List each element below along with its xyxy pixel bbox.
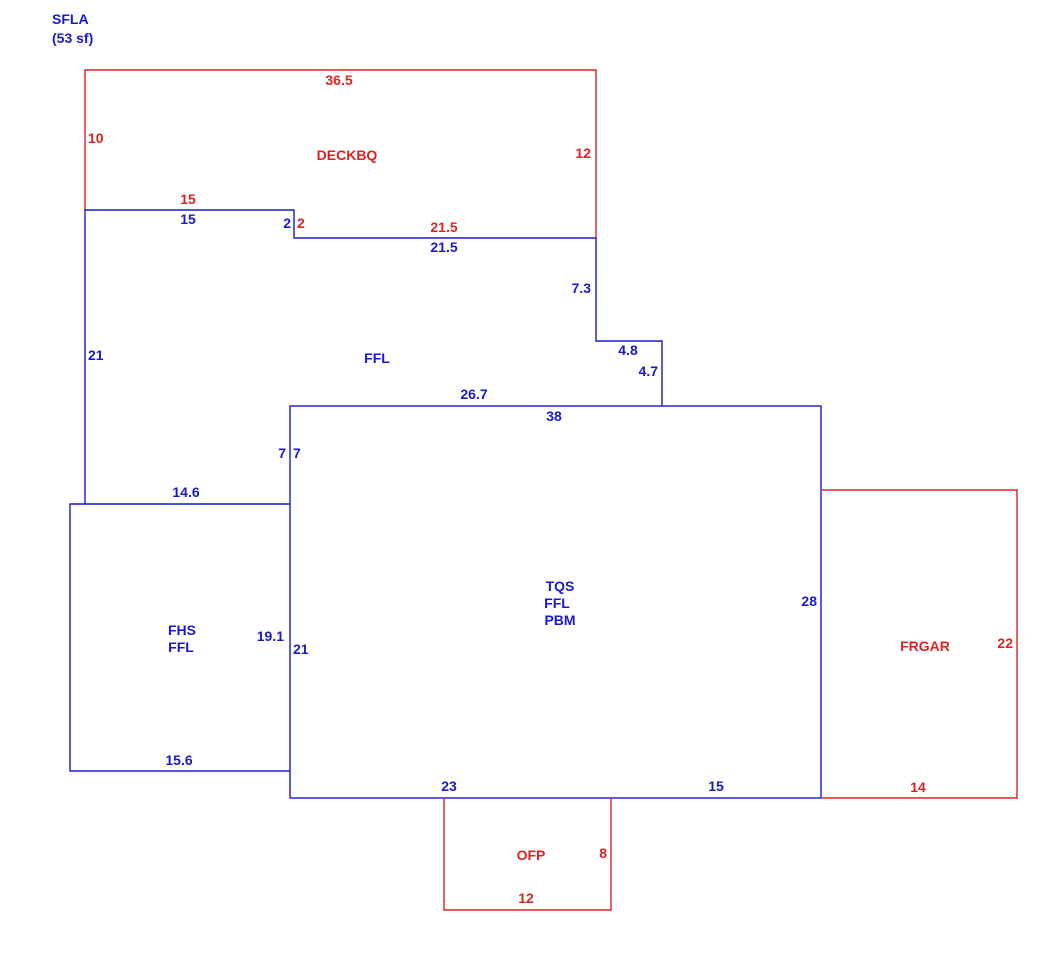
ffl-left-dim: 21 [88,347,104,363]
porch-bottom-dim: 12 [518,890,534,906]
sfla-title: SFLA [52,11,89,27]
fhs-right-dim: 19.1 [257,628,284,644]
ffl-upper-label: FFL [364,350,390,366]
porch-label: OFP [517,847,546,863]
deck-left-dim: 10 [88,130,104,146]
porch-right-dim: 8 [599,845,607,861]
ffl-right-upper-dim: 7.3 [572,280,592,296]
porch-outline [443,798,612,911]
ffl-top-right-dim: 21.5 [430,239,457,255]
deck-bottom-right-dim: 21.5 [430,219,457,235]
ffl-bottom-dim: 26.7 [460,386,487,402]
main-right-dim: 28 [801,593,817,609]
fhs-top-dim: 14.6 [172,484,199,500]
garage-bottom-dim: 14 [910,779,926,795]
main-label-ffl: FFL [544,595,570,611]
ffl-inner-left-dim: 7 [278,445,286,461]
main-label-tqs: TQS [546,578,575,594]
main-label-pbm: PBM [544,612,575,628]
fhs-outline [69,503,290,772]
main-outline [289,405,822,799]
fhs-bottom-dim: 15.6 [165,752,192,768]
garage-right-dim: 22 [997,635,1013,651]
fhs-label-fhs: FHS [168,622,196,638]
deck-step-dim: 2 [297,215,305,231]
main-left-lower-dim: 21 [293,641,309,657]
main-bottom-left-dim: 23 [441,778,457,794]
ffl-jog-width-dim: 4.8 [618,342,638,358]
sfla-area: (53 sf) [52,30,93,46]
fhs-label-ffl: FFL [168,639,194,655]
deck-bottom-left-dim: 15 [180,191,196,207]
ffl-top-left-dim: 15 [180,211,196,227]
ffl-step-dim: 2 [283,215,291,231]
main-left-upper-dim: 7 [293,445,301,461]
garage-outline [822,489,1018,799]
deck-label: DECKBQ [317,147,378,163]
ffl-upper-outline [84,209,663,504]
main-bottom-right-dim: 15 [708,778,724,794]
deck-right-dim: 12 [575,145,591,161]
main-top-dim: 38 [546,408,562,424]
ffl-jog-height-dim: 4.7 [639,363,659,379]
garage-label: FRGAR [900,638,950,654]
deck-outline [84,69,597,238]
deck-top-dim: 36.5 [325,72,352,88]
